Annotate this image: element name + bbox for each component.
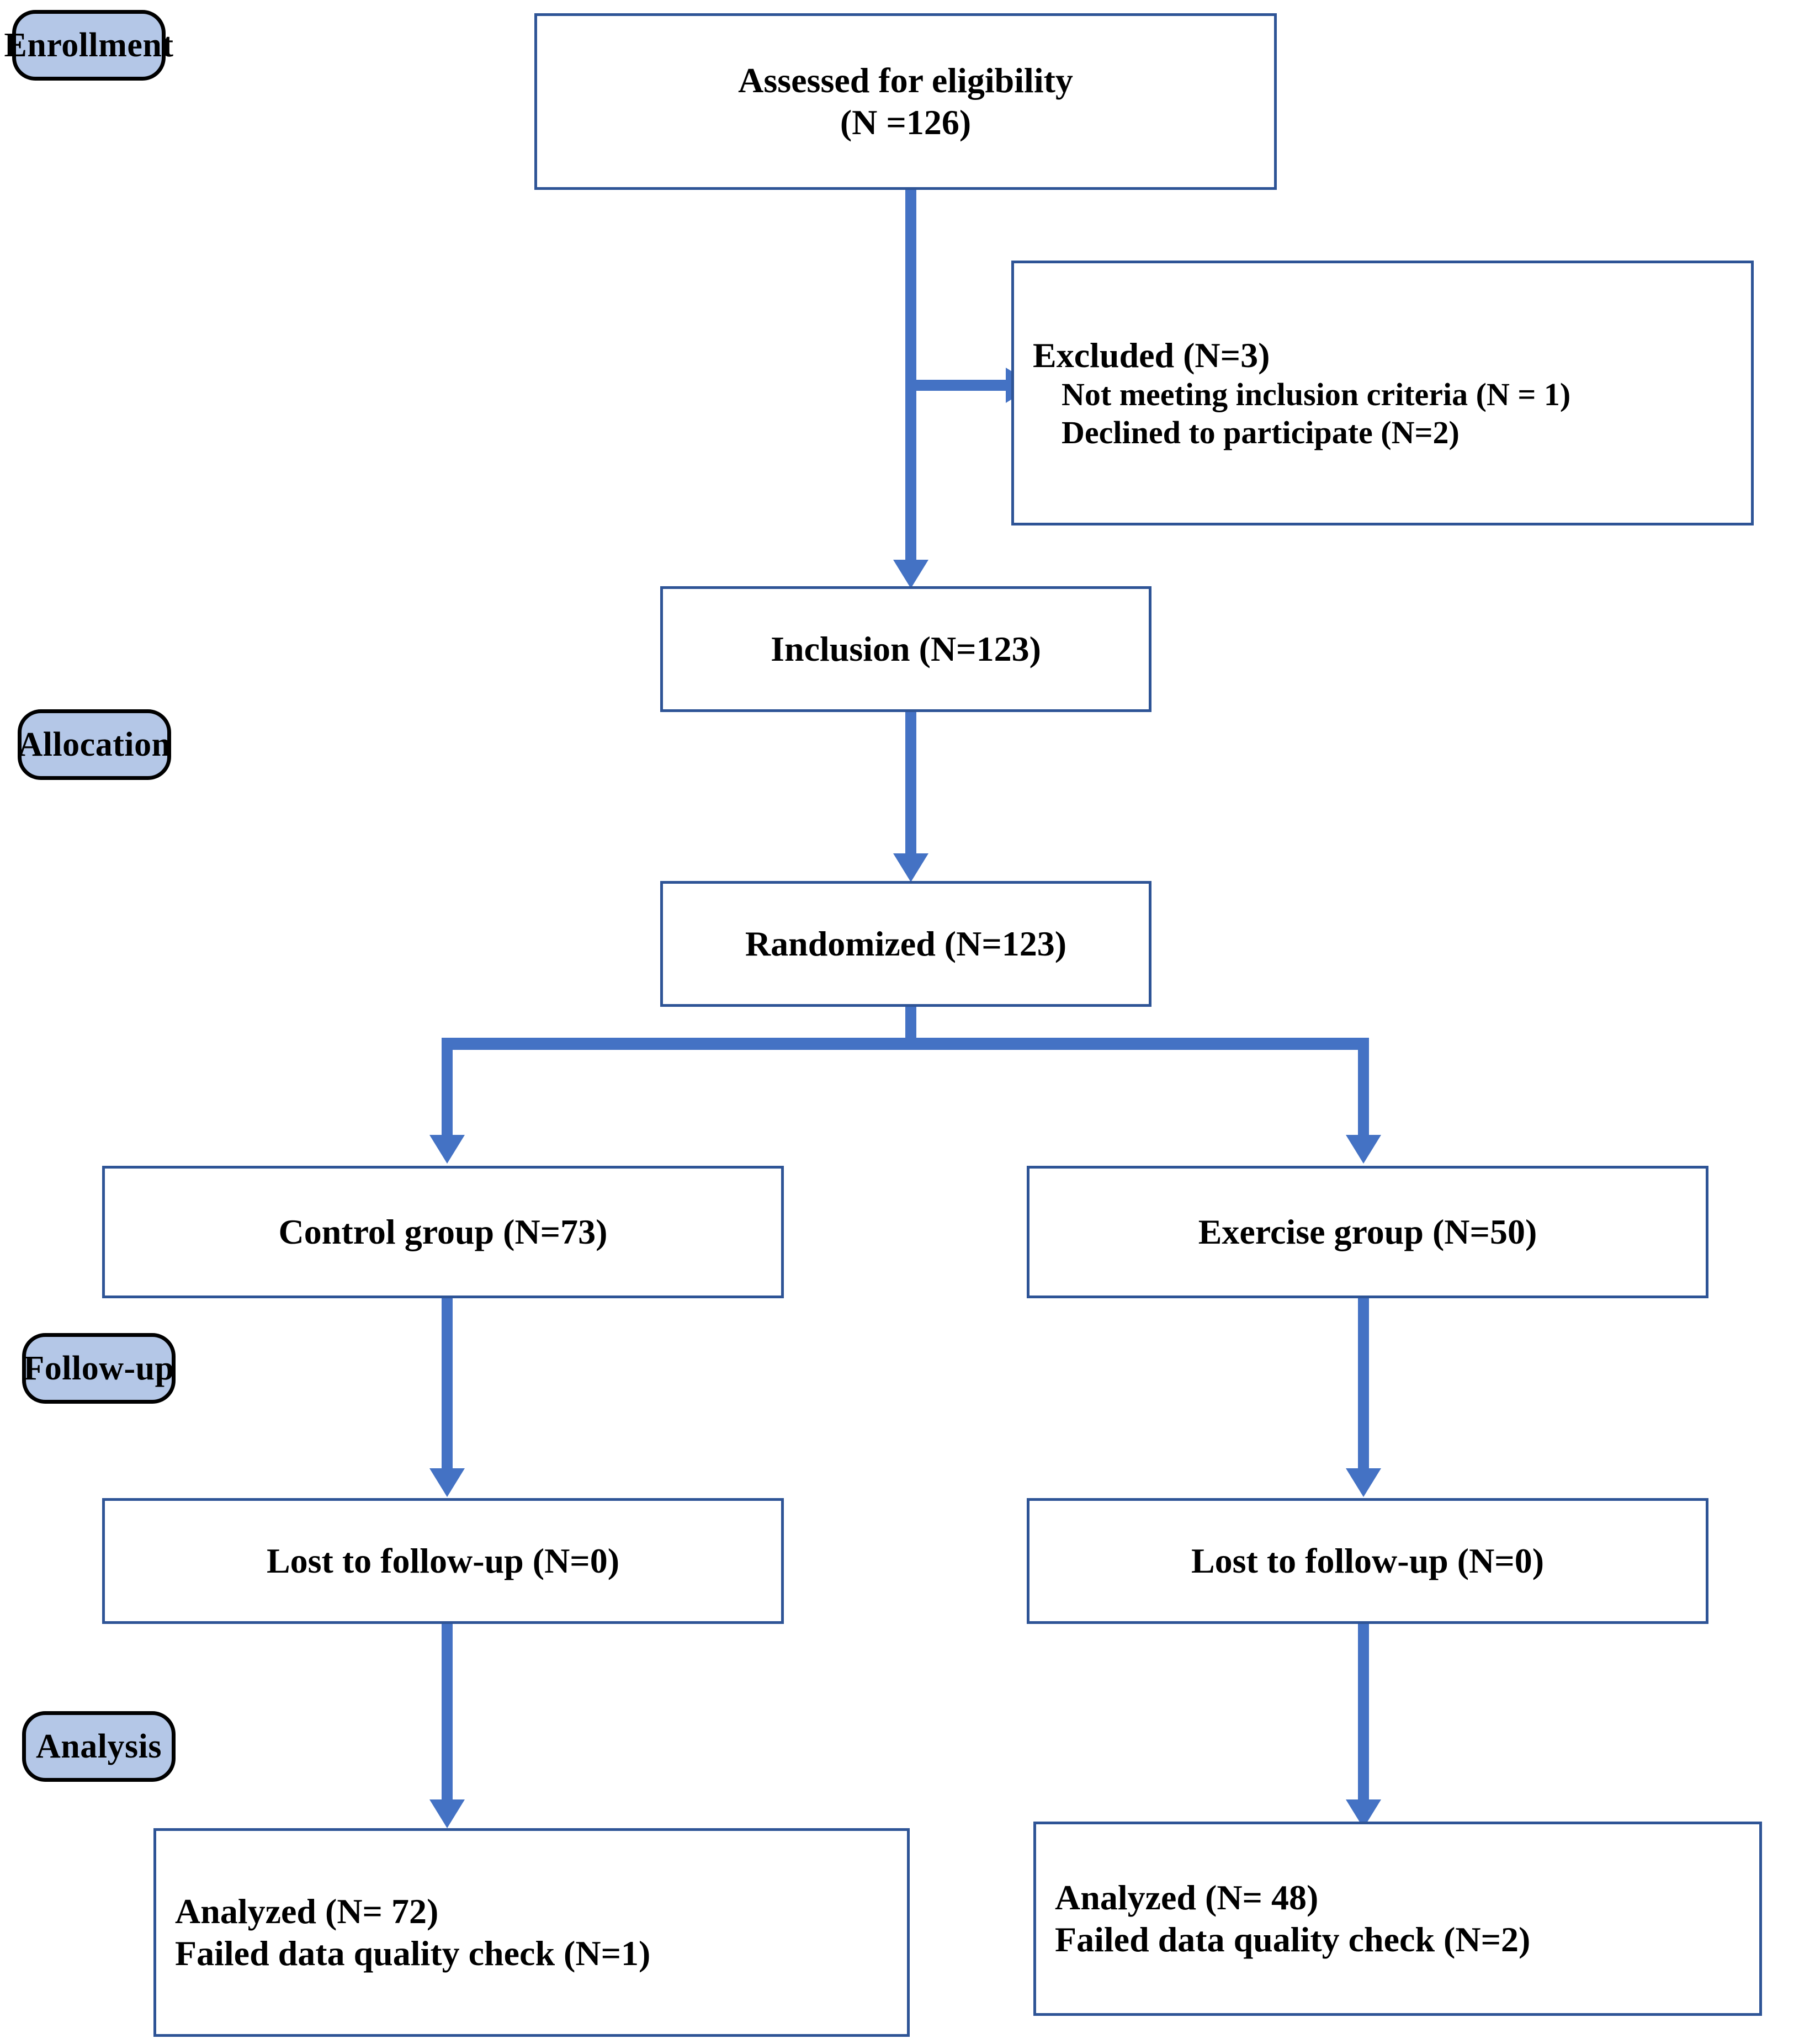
arrowhead-randomized bbox=[893, 853, 928, 882]
connector-control-group-to-lost bbox=[442, 1298, 453, 1470]
connector-to-excluded bbox=[914, 380, 1007, 391]
arrowhead-control-analyzed bbox=[429, 1799, 465, 1828]
exercise-analyzed-line-2: Failed data quality check (N=2) bbox=[1055, 1920, 1531, 1959]
stage-label-followup-text: Follow-up bbox=[23, 1349, 174, 1387]
node-exercise-analyzed: Analyzed (N= 48) Failed data quality che… bbox=[1033, 1822, 1762, 2016]
excluded-line-1: Excluded (N=3) bbox=[1033, 335, 1270, 375]
node-inclusion: Inclusion (N=123) bbox=[660, 586, 1151, 712]
arrowhead-control-lost bbox=[429, 1468, 465, 1497]
exercise-lost-line-1: Lost to follow-up (N=0) bbox=[1191, 1541, 1545, 1581]
connector-randomized-to-split bbox=[905, 1007, 916, 1044]
stage-label-followup: Follow-up bbox=[22, 1333, 176, 1404]
randomized-line-1: Randomized (N=123) bbox=[745, 924, 1067, 964]
connector-allocation-split-bar bbox=[442, 1038, 1369, 1050]
control-analyzed-line-2: Failed data quality check (N=1) bbox=[175, 1934, 651, 1973]
exercise-group-line-1: Exercise group (N=50) bbox=[1198, 1212, 1537, 1252]
node-assessed-for-eligibility: Assessed for eligibility (N =126) bbox=[534, 13, 1277, 190]
connector-inclusion-to-randomized bbox=[905, 712, 916, 854]
arrowhead-control-group bbox=[429, 1135, 465, 1164]
excluded-line-3: Declined to participate (N=2) bbox=[1062, 414, 1460, 450]
arrowhead-inclusion bbox=[893, 560, 928, 588]
node-control-analyzed: Analyzed (N= 72) Failed data quality che… bbox=[153, 1828, 910, 2037]
node-exercise-lost-to-followup: Lost to follow-up (N=0) bbox=[1027, 1498, 1708, 1624]
excluded-line-2: Not meeting inclusion criteria (N = 1) bbox=[1062, 376, 1571, 413]
node-control-group: Control group (N=73) bbox=[102, 1166, 784, 1298]
stage-label-allocation-text: Allocation bbox=[18, 725, 171, 763]
stage-label-analysis-text: Analysis bbox=[36, 1727, 162, 1765]
control-group-line-1: Control group (N=73) bbox=[278, 1212, 608, 1252]
stage-label-allocation: Allocation bbox=[18, 709, 171, 780]
control-analyzed-line-1: Analyzed (N= 72) bbox=[175, 1892, 439, 1931]
inclusion-line-1: Inclusion (N=123) bbox=[771, 629, 1041, 669]
exercise-analyzed-line-1: Analyzed (N= 48) bbox=[1055, 1878, 1319, 1918]
control-lost-line-1: Lost to follow-up (N=0) bbox=[266, 1541, 620, 1581]
arrowhead-exercise-group bbox=[1346, 1135, 1381, 1164]
connector-split-to-control bbox=[442, 1038, 453, 1137]
connector-exercise-lost-to-analyzed bbox=[1358, 1624, 1369, 1802]
node-exercise-group: Exercise group (N=50) bbox=[1027, 1166, 1708, 1298]
node-control-lost-to-followup: Lost to follow-up (N=0) bbox=[102, 1498, 784, 1624]
connector-assessed-to-inclusion bbox=[905, 190, 916, 561]
stage-label-analysis: Analysis bbox=[22, 1711, 176, 1782]
node-randomized: Randomized (N=123) bbox=[660, 881, 1151, 1007]
assessed-line-2: (N =126) bbox=[840, 103, 972, 142]
connector-control-lost-to-analyzed bbox=[442, 1624, 453, 1802]
connector-split-to-exercise bbox=[1358, 1038, 1369, 1137]
stage-label-enrollment-text: Enrollment bbox=[4, 26, 174, 64]
node-excluded: Excluded (N=3) Not meeting inclusion cri… bbox=[1011, 261, 1754, 525]
stage-label-enrollment: Enrollment bbox=[4, 10, 173, 81]
arrowhead-exercise-lost bbox=[1346, 1468, 1381, 1497]
connector-exercise-group-to-lost bbox=[1358, 1298, 1369, 1470]
assessed-line-1: Assessed for eligibility bbox=[738, 61, 1073, 100]
